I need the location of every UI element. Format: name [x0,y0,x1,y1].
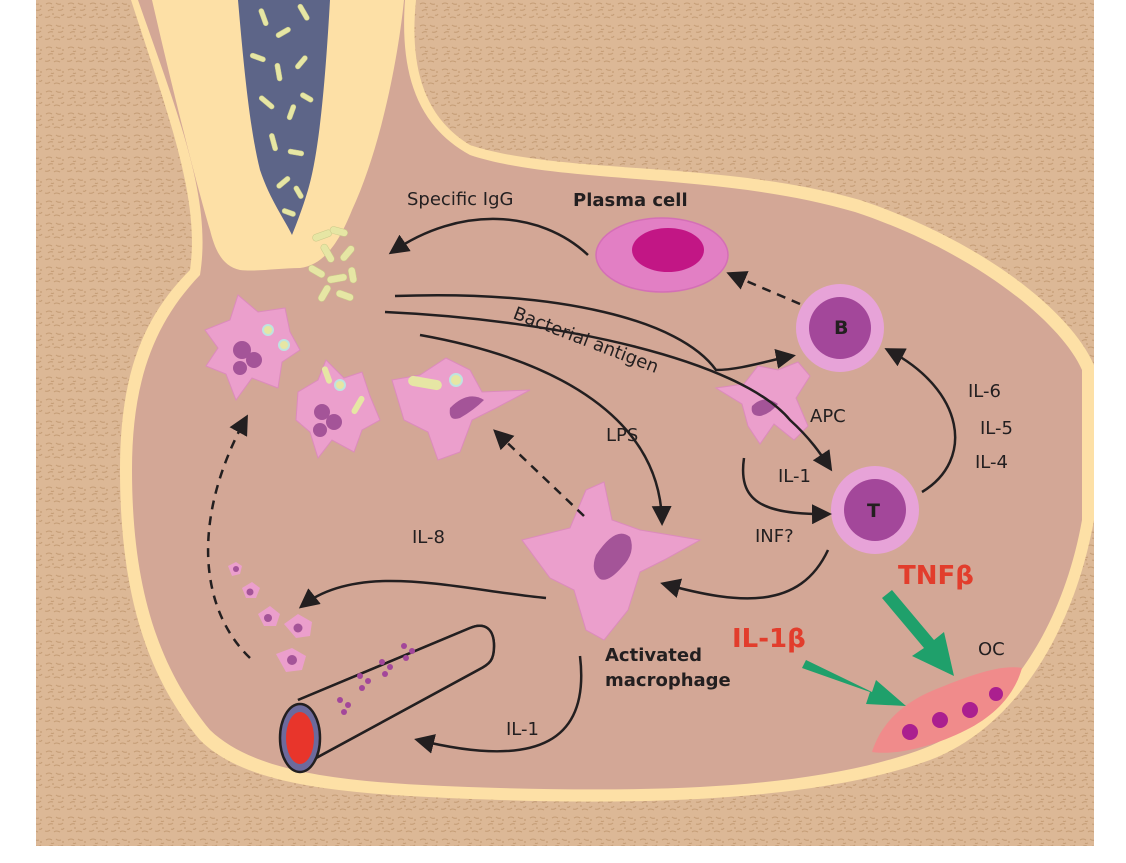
osteoclast [872,667,1022,753]
free-bacteria [308,226,358,302]
arrow-il1-to-vessel [414,655,583,754]
oc-label: OC [978,639,1005,660]
plaque-bacteria [249,3,314,217]
arrow-lps [419,333,672,526]
migrating-neutrophils [228,562,312,672]
il4-label: IL-4 [975,452,1008,473]
activated-macrophage [521,481,702,641]
il8-label: IL-8 [412,527,445,548]
neutrophil-2 [295,359,381,460]
tnf-beta-label: TNFβ [898,561,974,591]
arrow-macrophage-to-neutrophil-dashed [493,429,585,517]
gingival-tissue [132,0,1082,790]
il6-label: IL-6 [968,381,1001,402]
il5-label: IL-5 [980,418,1013,439]
neutrophil-1 [204,294,301,402]
neutrophil-3 [391,357,531,461]
activated-macrophage-label-line1: Activated [605,645,702,666]
blood-vessel [278,624,496,774]
t-cell: T [831,466,919,554]
arrow-antigen-to-t [384,310,833,472]
t-cell-label: T [867,500,880,522]
arrow-t-to-macrophage [660,549,830,600]
activated-macrophage-label-line2: macrophage [605,670,731,691]
lps-label: LPS [606,425,638,446]
b-cell: B [796,284,884,372]
apc-label: APC [810,406,846,427]
plasma-cell-label: Plasma cell [573,190,688,211]
arrow-plasma-to-igg [388,217,589,256]
arrow-t-to-b [884,348,957,494]
specific-igg-label: Specific IgG [407,189,513,210]
arrow-apc-il1-to-t [741,457,832,525]
inf-label: INF? [755,526,794,547]
il1-apc-label: IL-1 [778,466,811,487]
il1-beta-label: IL-1β [732,624,806,654]
plasma-cell [595,217,729,293]
arrow-il8 [298,579,547,609]
apc-cell [714,361,811,445]
green-arrow-il1b [802,660,906,706]
green-arrow-tnf [882,590,954,676]
il1-bottom-label: IL-1 [506,719,539,740]
arrow-migration-dashed [206,414,251,659]
arrow-antigen-to-b [394,294,796,372]
arrow-b-to-plasma-dashed [726,271,801,306]
b-cell-label: B [834,317,848,339]
